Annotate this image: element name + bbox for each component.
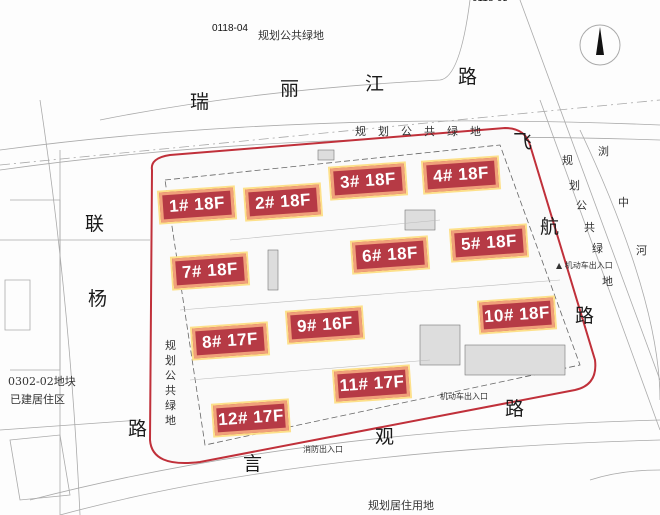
building-label: 3# 18F [339, 169, 397, 192]
green-char: 绿 [165, 399, 176, 412]
road-south-char: 观 [375, 426, 395, 448]
green-char: 公 [401, 125, 424, 138]
road-north-char: 路 [458, 66, 478, 88]
green-belt-left: 规划公共绿地 [165, 338, 177, 428]
building-label: 2# 18F [254, 190, 312, 213]
road-north-char: 江 [365, 73, 385, 95]
green-char: 共 [584, 221, 595, 234]
building-6[interactable]: 6# 18F [352, 237, 428, 273]
road-west-char: 杨 [88, 288, 108, 310]
building-8[interactable]: 8# 17F [192, 323, 268, 359]
plot-code-0118-04: 0118-04 [212, 23, 248, 34]
plot-use-north: 规划公共绿地 [258, 29, 324, 42]
building-label: 4# 18F [432, 163, 490, 186]
plot-code-west: 0302-02地块 [8, 375, 76, 388]
road-east-char: 路 [575, 305, 595, 327]
building-label: 9# 16F [296, 313, 354, 336]
building-3[interactable]: 3# 18F [330, 163, 406, 199]
plot-use-south: 规划居住用地 [368, 499, 434, 512]
green-char: 公 [576, 199, 587, 212]
building-label: 12# 17F [217, 405, 285, 430]
green-char: 规 [562, 154, 573, 167]
building-10[interactable]: 10# 18F [479, 297, 555, 333]
green-char: 地 [165, 414, 176, 427]
plot-use-west: 已建居住区 [10, 393, 65, 406]
road-east-char: 航 [540, 216, 560, 238]
road-south-char: 路 [505, 398, 525, 420]
green-char: 公 [165, 369, 176, 382]
green-char: 共 [165, 384, 176, 397]
building-7[interactable]: 7# 18F [172, 253, 248, 289]
green-char: 规 [355, 125, 378, 138]
building-4[interactable]: 4# 18F [423, 157, 499, 193]
river-char: 中 [618, 196, 629, 209]
building-label: 7# 18F [181, 259, 239, 282]
building-11[interactable]: 11# 17F [334, 366, 410, 402]
river-char: 河 [636, 244, 647, 257]
building-5[interactable]: 5# 18F [451, 225, 527, 261]
building-1[interactable]: 1# 18F [159, 187, 235, 223]
entrance-label: 机动车出入口 [564, 261, 613, 270]
entrance-east-vehicle: ▲ 机动车出入口 [556, 261, 613, 270]
road-west-char: 联 [85, 213, 105, 235]
green-char: 地 [470, 125, 493, 138]
road-west-char: 路 [128, 418, 148, 440]
building-label: 1# 18F [168, 193, 226, 216]
building-label: 10# 18F [483, 302, 551, 327]
building-label: 8# 17F [201, 329, 259, 352]
entrance-south-vehicle: 机动车出入口 [440, 392, 488, 401]
green-char: 绿 [447, 125, 470, 138]
green-char: 划 [165, 354, 176, 367]
road-north-char: 瑞 [190, 91, 210, 113]
green-char: 划 [378, 125, 401, 138]
green-char: 绿 [592, 242, 603, 255]
road-south-char: 言 [243, 453, 263, 475]
entrance-fire: 消防出入口 [303, 445, 343, 454]
building-label: 6# 18F [361, 243, 419, 266]
building-9[interactable]: 9# 16F [287, 307, 363, 343]
green-char: 划 [569, 179, 580, 192]
green-char: 地 [602, 275, 613, 288]
building-label: 11# 17F [338, 371, 406, 396]
building-12[interactable]: 12# 17F [213, 400, 289, 436]
plot-code-0118-05: 0118-05 [472, 0, 508, 4]
building-2[interactable]: 2# 18F [245, 184, 321, 220]
river-char: 浏 [598, 145, 609, 158]
green-belt-top: 规划公共绿地 [355, 126, 493, 137]
green-char: 共 [424, 125, 447, 138]
road-east-char: 飞 [513, 131, 533, 153]
building-label: 5# 18F [460, 231, 518, 254]
green-char: 规 [165, 339, 176, 352]
road-north-char: 丽 [280, 78, 300, 100]
north-arrow-icon [579, 24, 621, 66]
